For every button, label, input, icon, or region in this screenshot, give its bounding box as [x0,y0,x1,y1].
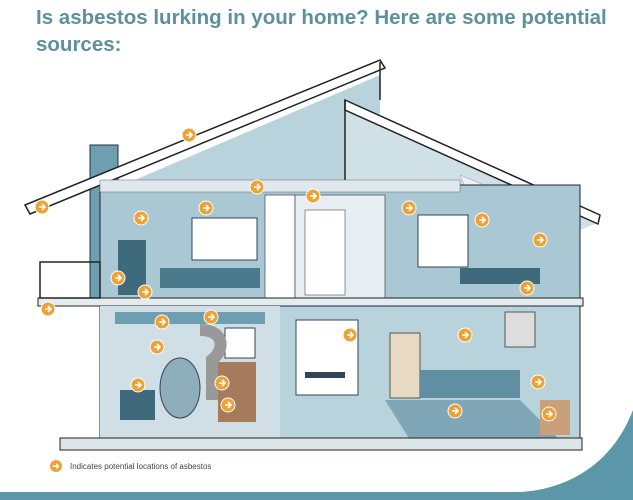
ductwork [115,312,265,324]
water-heater [159,357,201,419]
asbestos-marker-icon [305,188,321,204]
asbestos-marker-icon [133,210,149,226]
asbestos-marker-icon [149,339,165,355]
arrow-marker-icon: ➜ [50,460,62,472]
asbestos-marker-icon [214,375,230,391]
boiler [120,390,155,420]
asbestos-marker-icon [40,301,56,317]
asbestos-marker-icon [34,199,50,215]
asbestos-marker-icon [519,280,535,296]
legend-label: Indicates potential locations of asbesto… [70,461,212,471]
foundation [59,437,583,451]
ceiling-joists [99,179,461,193]
asbestos-marker-icon [447,403,463,419]
range-hood [504,311,536,348]
refrigerator [389,332,421,399]
asbestos-marker-icon [137,284,153,300]
asbestos-marker-icon [342,327,358,343]
asbestos-marker-icon [110,270,126,286]
roof-left [23,59,387,215]
footer-band [0,492,633,500]
window [191,217,258,261]
corner-swoosh [520,410,633,492]
asbestos-marker-icon [474,212,490,228]
asbestos-marker-icon [541,406,557,422]
asbestos-marker-icon [457,327,473,343]
asbestos-marker-icon [401,200,417,216]
asbestos-marker-icon [198,200,214,216]
asbestos-marker-icon [130,377,146,393]
asbestos-marker-icon [154,314,170,330]
sofa [160,268,260,288]
balcony-rail [39,261,101,299]
asbestos-marker-icon [181,127,197,143]
shower [304,209,346,296]
kitchen-cabinets [420,370,520,398]
asbestos-marker-icon [220,397,236,413]
legend: ➜ Indicates potential locations of asbes… [50,460,211,472]
attic-wall [100,75,380,195]
asbestos-marker-icon [203,309,219,325]
asbestos-marker-icon [530,374,546,390]
pipe [199,324,227,400]
dining-table [305,372,345,378]
asbestos-marker-icon [532,232,548,248]
window [417,214,469,268]
floor-slab [37,297,584,307]
furnace [218,362,256,422]
asbestos-marker-icon [249,179,265,195]
tile-floor [385,400,560,440]
page-title: Is asbestos lurking in your home? Here a… [36,6,607,56]
bed [460,268,540,284]
